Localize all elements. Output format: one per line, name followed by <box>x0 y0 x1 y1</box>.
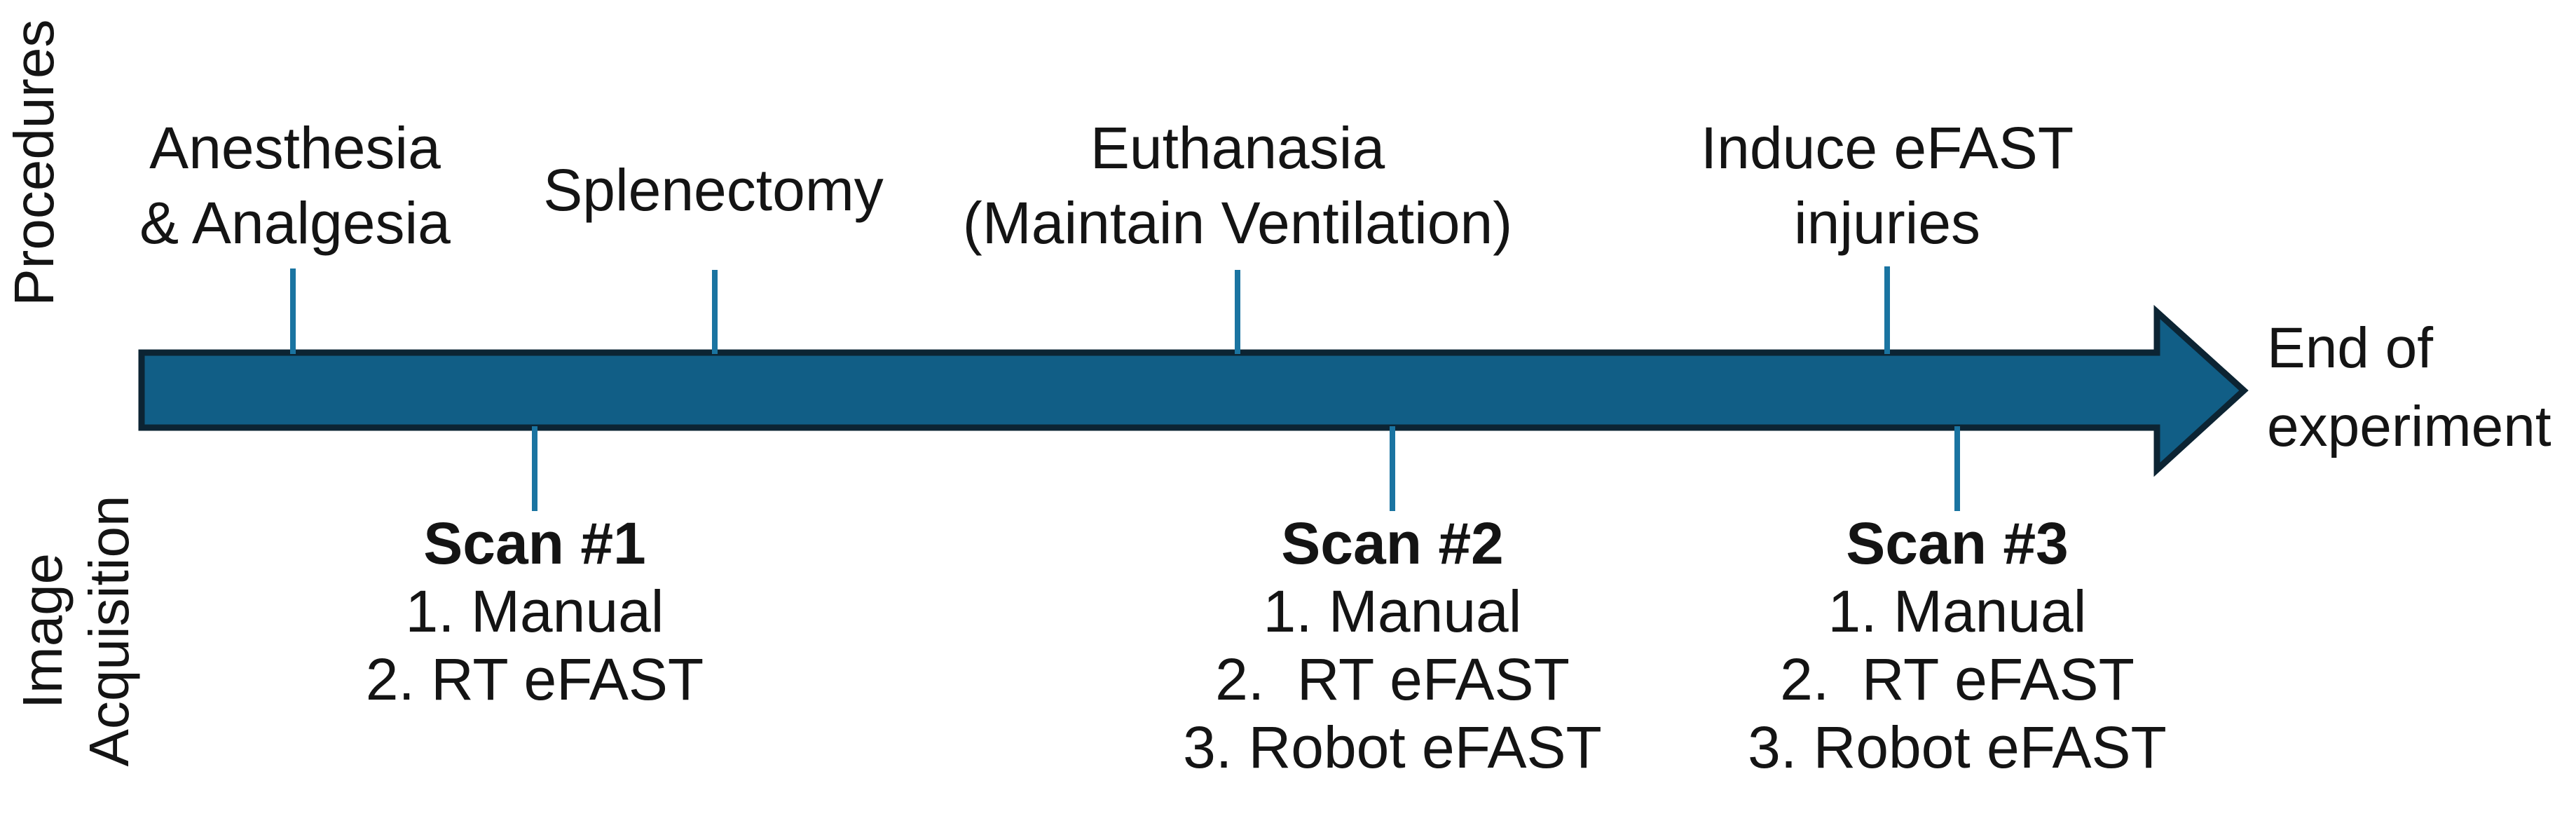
row-label-image-acquisition: Image Acquisition <box>11 495 140 767</box>
scan-3-item: 2. RT eFAST <box>1780 646 2135 712</box>
end-of-experiment-label: End of experiment <box>2267 316 2551 458</box>
scan-1-item: 2. RT eFAST <box>365 646 704 712</box>
scan-block-3: Scan #3 1. Manual 2. RT eFAST 3. Robot e… <box>1748 510 2167 782</box>
scan-3-title: Scan #3 <box>1846 510 2069 576</box>
procedure-label-splenectomy: Splenectomy <box>543 157 884 223</box>
procedure-label-euthanasia: Euthanasia (Maintain Ventilation) <box>962 115 1513 256</box>
scan-1-item: 1. Manual <box>405 578 664 644</box>
scan-block-1: Scan #1 1. Manual 2. RT eFAST <box>366 510 704 714</box>
scan-3-item: 3. Robot eFAST <box>1748 714 2167 780</box>
scan-3-item: 1. Manual <box>1828 578 2087 644</box>
scan-1-title: Scan #1 <box>423 510 646 576</box>
scan-2-item: 2. RT eFAST <box>1215 646 1570 712</box>
procedure-label-induce-efast-injuries: Induce eFAST injuries <box>1700 115 2074 256</box>
procedure-label-anesthesia-analgesia: Anesthesia & Analgesia <box>139 115 451 256</box>
row-label-procedures: Procedures <box>3 19 65 306</box>
scan-2-title: Scan #2 <box>1281 510 1504 576</box>
scan-2-item: 1. Manual <box>1263 578 1522 644</box>
scan-2-item: 3. Robot eFAST <box>1183 714 1602 780</box>
scan-block-2: Scan #2 1. Manual 2. RT eFAST 3. Robot e… <box>1183 510 1602 782</box>
timeline-arrow <box>138 304 2249 477</box>
